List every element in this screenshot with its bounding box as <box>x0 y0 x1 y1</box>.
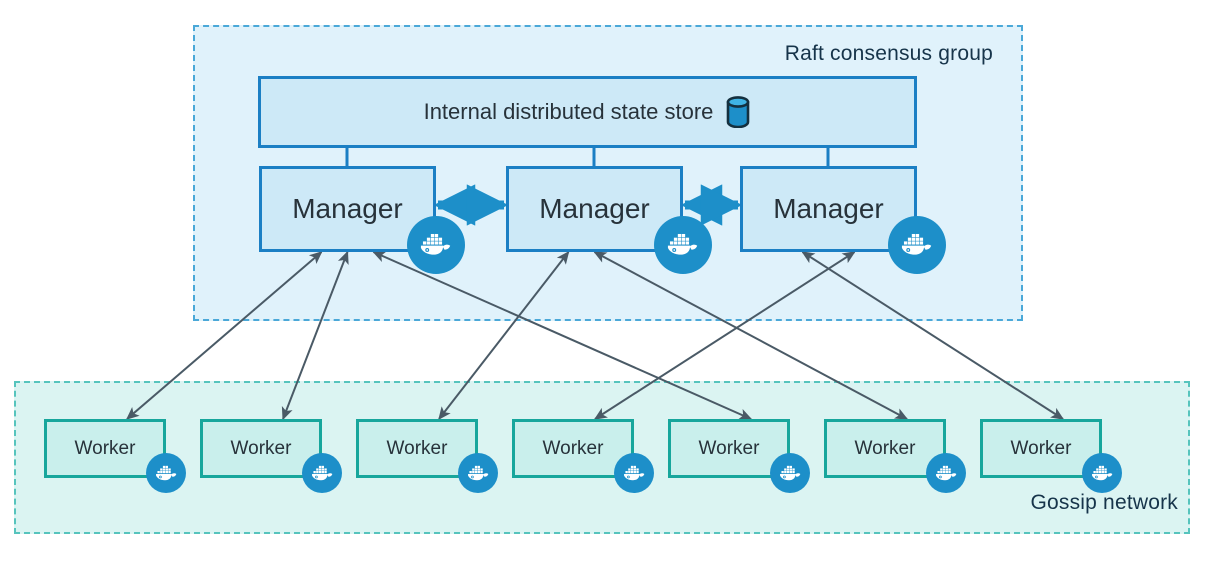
state-store-label: Internal distributed state store <box>423 99 714 124</box>
docker-whale-icon <box>1082 453 1122 494</box>
worker-node-7[interactable]: Worker <box>980 419 1102 478</box>
docker-whale-icon <box>302 453 342 494</box>
manager-node-3[interactable]: Manager <box>740 166 917 252</box>
region-label-gossip: Gossip network <box>1030 491 1178 514</box>
manager-node-label: Manager <box>773 193 884 224</box>
worker-node-3[interactable]: Worker <box>356 419 478 478</box>
docker-whale-icon <box>407 216 465 275</box>
worker-node-label: Worker <box>230 438 292 459</box>
manager-node-label: Manager <box>539 193 650 224</box>
worker-node-4[interactable]: Worker <box>512 419 634 478</box>
manager-node-label: Manager <box>292 193 403 224</box>
worker-node-label: Worker <box>542 438 604 459</box>
docker-whale-icon <box>654 216 712 275</box>
manager-node-1[interactable]: Manager <box>259 166 436 252</box>
docker-whale-icon <box>146 453 186 494</box>
manager-node-2[interactable]: Manager <box>506 166 683 252</box>
worker-node-5[interactable]: Worker <box>668 419 790 478</box>
region-label-raft: Raft consensus group <box>784 42 993 65</box>
docker-whale-icon <box>458 453 498 494</box>
docker-whale-icon <box>888 216 946 275</box>
worker-node-label: Worker <box>854 438 916 459</box>
docker-whale-icon <box>770 453 810 494</box>
worker-node-1[interactable]: Worker <box>44 419 166 478</box>
internal-state-store-box: Internal distributed state store <box>258 76 917 148</box>
database-cylinder-icon <box>725 96 751 128</box>
worker-node-label: Worker <box>386 438 448 459</box>
worker-node-2[interactable]: Worker <box>200 419 322 478</box>
worker-node-label: Worker <box>1010 438 1072 459</box>
docker-whale-icon <box>926 453 966 494</box>
worker-node-label: Worker <box>698 438 760 459</box>
worker-node-6[interactable]: Worker <box>824 419 946 478</box>
docker-whale-icon <box>614 453 654 494</box>
worker-node-label: Worker <box>74 438 136 459</box>
